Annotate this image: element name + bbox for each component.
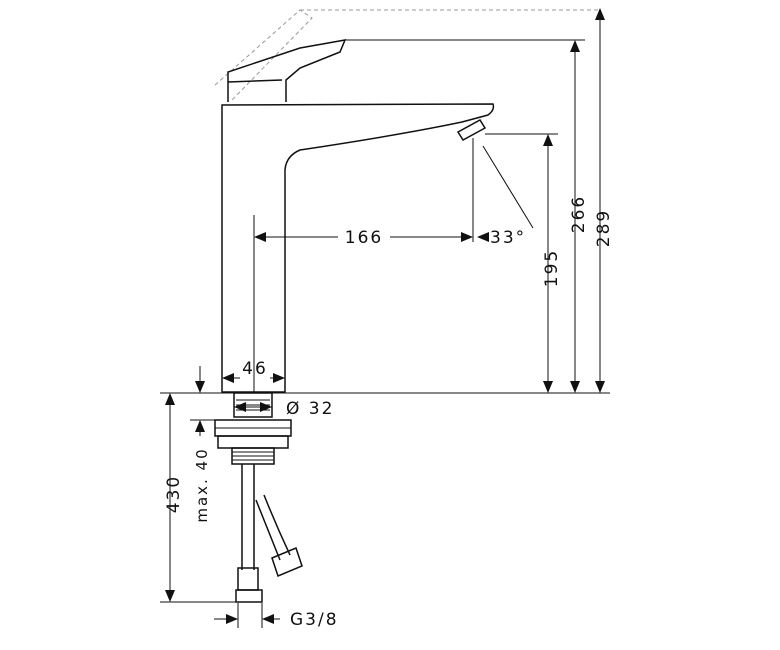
dim-reach: 166 [254,228,473,248]
dim-jet-angle-label: 33° [490,228,526,248]
dim-body-width-label: 46 [242,359,268,379]
dim-max-thickness-label: max. 40 [193,447,211,522]
dim-spout-height: 195 [542,134,562,393]
dim-lever-height-label: 266 [569,195,589,233]
dim-hose-length-label: 430 [164,475,184,513]
dim-mount-hole-label: Ø 32 [286,399,334,419]
dim-body-width: 46 [222,359,285,383]
dim-thread: G3/8 [214,610,339,630]
dim-spout-height-label: 195 [542,249,562,287]
dim-thread-label: G3/8 [290,610,339,630]
dim-mount-hole: Ø 32 [234,399,334,419]
lever-open-position-ghost [214,9,600,101]
dim-total-height-label: 289 [594,209,614,247]
jet-angle-lines [472,138,534,242]
dim-total-height: 289 [594,8,614,393]
supply-hoses [235,464,303,603]
dim-jet-angle: 33° [477,228,526,248]
dim-max-thickness: max. 40 [193,366,211,523]
mounting-shank [214,392,292,465]
lever-handle [227,39,347,102]
dim-hose-length: 430 [164,393,184,602]
extension-lines [160,39,610,628]
dim-lever-height: 266 [569,40,589,393]
aerator [456,119,487,141]
dim-reach-label: 166 [345,228,383,248]
faucet-body [221,103,495,393]
